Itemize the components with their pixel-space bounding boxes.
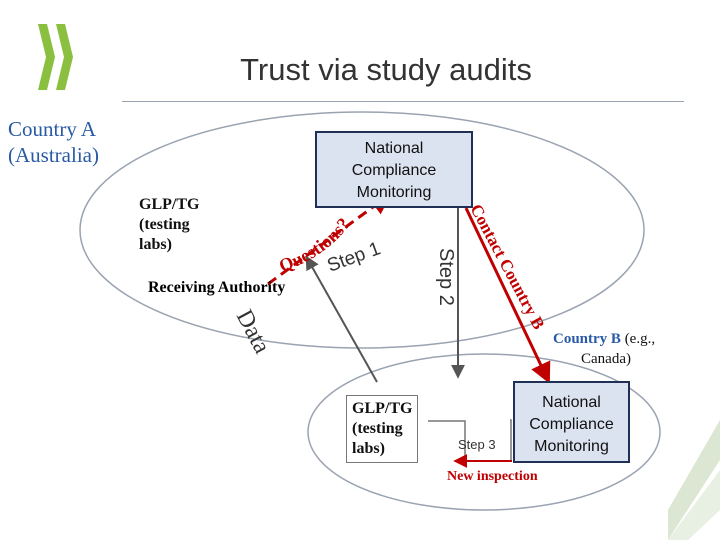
national-compliance-monitoring-a: National Compliance Monitoring [315,131,473,208]
oecd-logo-icon [38,24,73,90]
authority-b-line2: Compliance [529,416,614,433]
country-a-name: Country A [8,117,97,141]
step2-label: Step 2 [435,248,457,306]
testing-labs-b: GLP/TG (testing labs) [346,395,419,463]
authority-b-line1: National [542,394,601,411]
authority-a-line2: Compliance [351,162,437,179]
authority-b-line3: Monitoring [534,438,609,455]
testing-labs-a: GLP/TG (testing labs) [139,195,200,255]
labs-a-line2: (testing [139,216,190,233]
labs-a-line3: labs) [139,236,172,253]
country-b-example: Canada) [581,351,631,367]
step3-label: Step 3 [458,437,496,452]
authority-a-line1: National [364,140,424,157]
labs-b-line1: GLP/TG [352,400,413,417]
title-divider [122,101,684,102]
country-b-name: Country B [553,331,621,347]
country-a-label: Country A (Australia) [8,116,99,168]
corner-decoration-icon [668,420,720,540]
authority-a-line3: Monitoring [356,184,432,201]
receiving-authority-label: Receiving Authority [148,279,286,296]
national-compliance-monitoring-b: National Compliance Monitoring [513,381,630,463]
step3-line-top [428,420,466,461]
country-b-label: Country B (e.g., Canada) [553,329,655,369]
page-title: Trust via study audits [240,52,532,87]
labs-a-line1: GLP/TG [139,196,200,213]
country-b-example-prefix: (e.g., [620,331,656,347]
contact-country-b-label: Contact Country B [466,201,548,333]
labs-b-line2: (testing [352,420,403,437]
data-label: Data [231,306,275,359]
country-a-ellipse [79,111,645,349]
country-a-example: (Australia) [8,143,99,167]
country-b-ellipse [307,353,661,511]
step1-arrow [305,255,378,383]
new-inspection-label: New inspection [447,469,538,484]
questions-dashed-arrow [267,193,392,286]
contact-country-b-arrow [464,207,551,384]
labs-b-line3: labs) [352,440,385,457]
